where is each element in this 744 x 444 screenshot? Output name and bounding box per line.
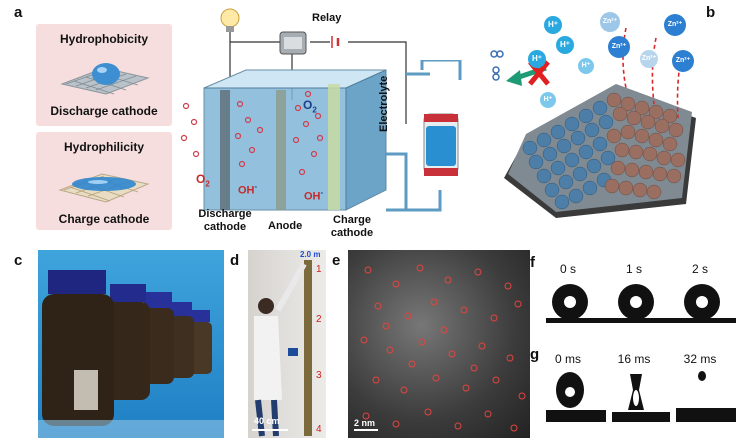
h-ion: H⁺: [578, 58, 594, 74]
panel-a-label: a: [14, 4, 22, 21]
zn-ion: Zn²⁺: [664, 14, 686, 36]
ruler-tick: 1: [316, 264, 322, 275]
panel-e-label: e: [332, 252, 340, 269]
h-ion: H⁺: [544, 16, 562, 34]
droplet: [552, 284, 588, 320]
h-ion: H⁺: [528, 50, 546, 68]
hydrophobicity-title: Hydrophobicity: [36, 32, 172, 46]
g-time-label: 32 ms: [670, 352, 730, 366]
panel-c-label: c: [14, 252, 22, 269]
f-time-label: 1 s: [604, 262, 664, 276]
h-ion: H⁺: [540, 92, 556, 108]
ruler-tick: 3: [316, 370, 322, 381]
bottles-photo: [38, 250, 224, 438]
o2-left-label: O2: [196, 172, 210, 188]
zn-ion: Zn²⁺: [608, 36, 630, 58]
relay-label: Relay: [312, 12, 341, 24]
droplet: [698, 371, 706, 381]
electrolyte-label: Electrolyte: [378, 76, 390, 132]
f-time-label: 2 s: [670, 262, 730, 276]
h-ion: H⁺: [556, 36, 574, 54]
droplet: [618, 284, 654, 320]
zn-ion: Zn²⁺: [640, 50, 658, 68]
discharge-cathode-label: Discharge cathode: [190, 208, 260, 234]
e-scalebar-label: 2 nm: [354, 418, 375, 428]
ruler-tick: 4: [316, 424, 322, 435]
anode-label: Anode: [268, 220, 302, 232]
zn-ion: Zn²⁺: [600, 12, 620, 32]
hydrophobicity-card: Hydrophobicity Discharge cathode: [36, 24, 172, 126]
f-time-label: 0 s: [538, 262, 598, 276]
contact-angle-series-f: [540, 280, 740, 328]
ruler-top-label: 2.0 m: [300, 250, 320, 259]
tem-image: [348, 250, 530, 438]
ruler-tick: 2: [316, 314, 322, 325]
discharge-cathode-card-label: Discharge cathode: [36, 104, 172, 118]
o2-center-label: O2: [303, 98, 317, 114]
d-scalebar-label: 40 cm: [254, 416, 280, 426]
hydrophobic-surface-graphic: [56, 54, 152, 98]
g-time-label: 16 ms: [604, 352, 664, 366]
panel-d-label: d: [230, 252, 239, 269]
charge-cathode-card-label: Charge cathode: [36, 212, 172, 226]
droplet: [556, 372, 584, 408]
oh-center-label: OH-: [304, 188, 323, 203]
ruler-overlay: 1 2 3 4: [248, 250, 326, 438]
droplet: [628, 374, 644, 410]
charge-cathode-label: Charge cathode: [322, 214, 382, 240]
tem-atoms-graphic: [348, 250, 530, 438]
electrolyte-reservoir: [404, 60, 474, 220]
oh-left-label: OH-: [238, 182, 257, 197]
impact-series-g: [540, 368, 740, 424]
hydrophilicity-title: Hydrophilicity: [36, 140, 172, 154]
hydrophilicity-card: Hydrophilicity Charge cathode: [36, 132, 172, 230]
droplet: [684, 284, 720, 320]
hydrophilic-surface-graphic: [54, 160, 154, 206]
g-time-label: 0 ms: [538, 352, 598, 366]
panel-f-label: f: [530, 254, 535, 271]
bottles-graphic: [38, 250, 224, 438]
zn-ion: Zn²⁺: [672, 50, 694, 72]
